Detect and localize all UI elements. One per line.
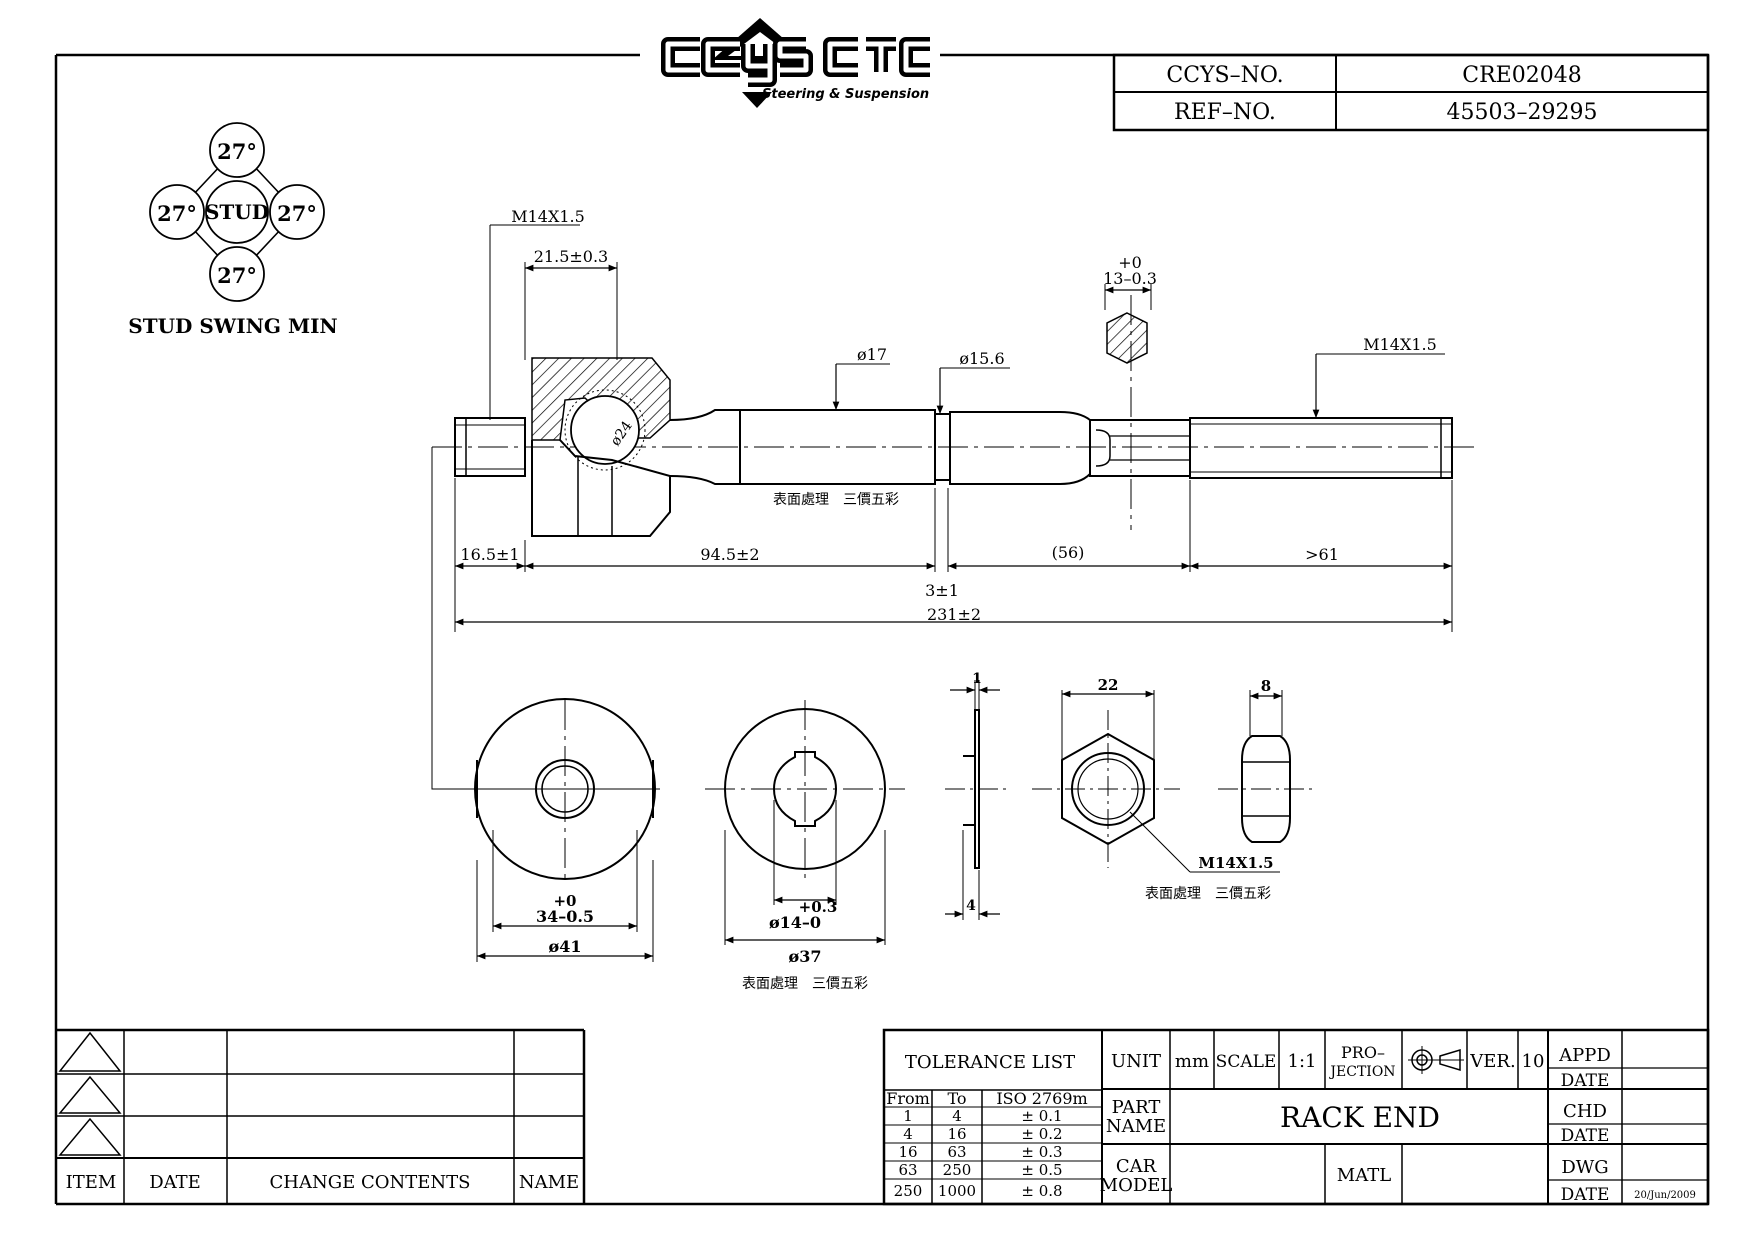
dim-phi17: ø17 [857, 345, 887, 364]
matl-label: MATL [1337, 1165, 1391, 1186]
rev-header-name: NAME [519, 1172, 579, 1193]
tolerance-title: TOLERANCE LIST [905, 1052, 1075, 1073]
rev-header-change: CHANGE CONTENTS [270, 1172, 471, 1193]
dim-phi15-6: ø15.6 [959, 349, 1004, 368]
nut-dim-22: 22 [1098, 676, 1119, 694]
unit-value: mm [1175, 1051, 1209, 1072]
part-name-value: RACK END [1280, 1101, 1440, 1134]
tol-row-value: ± 0.8 [1021, 1182, 1062, 1200]
nut-dim-8: 8 [1261, 677, 1271, 695]
ver-label: VER. [1469, 1051, 1515, 1072]
ccys-no-value: CRE02048 [1462, 63, 1581, 88]
swing-bottom: 27° [217, 263, 257, 288]
dim-56: (56) [1052, 543, 1085, 562]
chd-label: CHD [1563, 1101, 1607, 1122]
tol-row-value: ± 0.2 [1021, 1125, 1062, 1143]
nut-treatment: 表面處理 三價五彩 [1145, 885, 1271, 902]
washer-side-view: 1 4 [945, 671, 1010, 920]
tol-header-from: From [886, 1089, 930, 1108]
tol-row-value: ± 0.3 [1021, 1143, 1062, 1161]
appd-date-label: DATE [1561, 1071, 1610, 1091]
tol-row-from: 63 [898, 1161, 917, 1179]
ref-no-label: REF–NO. [1174, 100, 1276, 125]
projection-label-2: JECTION [1328, 1064, 1395, 1080]
v2-treatment: 表面處理 三價五彩 [742, 975, 868, 992]
dwg-date-label: DATE [1561, 1185, 1610, 1205]
company-logo: Steering & Suspension [661, 18, 930, 108]
dim-gt61: >61 [1305, 545, 1339, 564]
appd-label: APPD [1558, 1045, 1611, 1066]
scale-value: 1:1 [1288, 1051, 1317, 1072]
ccys-no-label: CCYS–NO. [1166, 63, 1283, 88]
tol-row-from: 250 [894, 1182, 923, 1200]
washer-dim-1: 1 [972, 671, 982, 687]
nut-front-view: 22 M14X1.5 表面處理 三價五彩 [1032, 676, 1280, 902]
stud-label: STUD [205, 200, 269, 224]
scale-label: SCALE [1216, 1052, 1277, 1072]
swing-right: 27° [277, 201, 317, 226]
end-view-housing: +0 34–0.5 ø41 [470, 698, 660, 962]
tol-row-to: 16 [947, 1125, 966, 1143]
tol-row-value: ± 0.1 [1021, 1107, 1062, 1125]
part-name-label-2: NAME [1106, 1116, 1166, 1137]
logo-tagline: Steering & Suspension [762, 87, 929, 102]
projection-label-1: PRO– [1341, 1043, 1385, 1062]
hex-tol-top: +0 [1118, 253, 1142, 272]
thread-left-label: M14X1.5 [511, 207, 585, 226]
title-block: TOLERANCE LIST From To ISO 2769m 1 4 ± 0… [882, 1028, 1710, 1206]
projection-symbol-icon [1408, 1046, 1464, 1074]
tol-row-to: 250 [943, 1161, 972, 1179]
tol-row-to: 4 [952, 1107, 962, 1125]
tol-row-from: 4 [903, 1125, 913, 1143]
thread-right-label: M14X1.5 [1363, 335, 1437, 354]
tol-header-iso: ISO 2769m [996, 1089, 1087, 1108]
tol-header-to: To [947, 1089, 966, 1108]
swing-left: 27° [157, 201, 197, 226]
dim-94-5: 94.5±2 [700, 545, 759, 564]
dwg-label: DWG [1561, 1157, 1608, 1178]
dim-231: 231±2 [927, 605, 981, 624]
car-model-label-1: CAR [1116, 1156, 1157, 1177]
ver-value: 10 [1522, 1051, 1545, 1072]
shaft-treatment: 表面處理 三價五彩 [773, 491, 899, 508]
tol-row-from: 1 [903, 1107, 913, 1125]
car-model-label-2: MODEL [1100, 1175, 1173, 1196]
v1-tol: 34–0.5 [536, 907, 594, 926]
unit-label: UNIT [1111, 1051, 1161, 1072]
dim-3: 3±1 [925, 581, 959, 600]
nut-side-view: 8 [1218, 677, 1312, 843]
swing-top: 27° [217, 139, 257, 164]
ref-no-value: 45503–29295 [1447, 100, 1598, 125]
dim-21-5: 21.5±0.3 [534, 247, 608, 266]
stud-swing-diagram: STUD 27° 27° 27° 27° STUD SWING MIN [128, 122, 338, 338]
v1-phi41: ø41 [549, 937, 582, 956]
hex-tol: 13–0.3 [1103, 269, 1157, 288]
revision-triangle-icon [58, 1031, 122, 1072]
rev-header-date: DATE [149, 1172, 201, 1193]
v2-tol-top: +0.3 [799, 898, 838, 916]
tol-row-to: 1000 [938, 1182, 976, 1200]
v1-tol-top: +0 [553, 892, 576, 910]
v2-phi37: ø37 [789, 947, 822, 966]
tol-row-from: 16 [898, 1143, 917, 1161]
rev-header-item: ITEM [66, 1172, 117, 1193]
tol-row-value: ± 0.5 [1021, 1161, 1062, 1179]
part-number-table: CCYS–NO. CRE02048 REF–NO. 45503–29295 [1112, 53, 1710, 132]
revision-table: ITEM DATE CHANGE CONTENTS NAME [56, 1028, 586, 1204]
rack-end-side-view: +0 13–0.3 M14X1.5 21.5±0.3 ø24 ø17 ø15.6… [431, 207, 1478, 790]
revision-triangle-icon [58, 1075, 122, 1114]
end-view-washer: +0.3 ø14–0 ø37 表面處理 三價五彩 [705, 700, 905, 992]
v2-tol: ø14–0 [769, 913, 821, 932]
tol-row-to: 63 [947, 1143, 966, 1161]
dwg-date-value: 20/Jun/2009 [1634, 1190, 1696, 1201]
part-name-label-1: PART [1112, 1097, 1161, 1118]
revision-triangle-icon [58, 1117, 122, 1156]
stud-swing-caption: STUD SWING MIN [128, 314, 337, 338]
chd-date-label: DATE [1561, 1126, 1610, 1146]
washer-dim-4: 4 [966, 898, 976, 914]
dim-16-5: 16.5±1 [460, 545, 519, 564]
nut-thread: M14X1.5 [1198, 854, 1273, 872]
